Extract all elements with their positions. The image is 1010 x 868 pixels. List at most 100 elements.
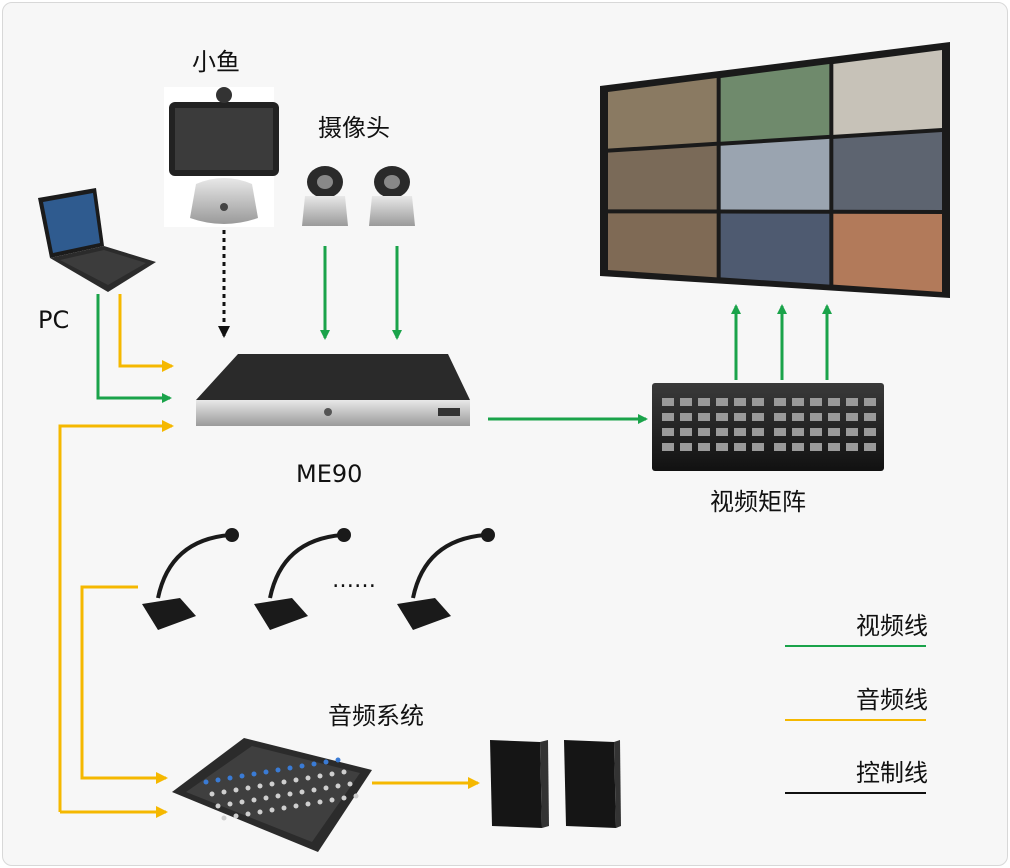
matrix-port [774, 398, 786, 406]
mixer-knob [281, 805, 287, 811]
microphone-1-image [142, 528, 239, 630]
matrix-port [810, 443, 822, 451]
mixer-knob [281, 779, 287, 785]
mixer-knob [305, 775, 311, 781]
matrix-port [698, 413, 710, 421]
matrix-port [828, 413, 840, 421]
mixer-knob [317, 773, 323, 779]
matrix-port [774, 428, 786, 436]
video-line-pc-me90 [96, 294, 172, 403]
video-wall-panel [720, 138, 830, 210]
matrix-port [810, 413, 822, 421]
audio-mixer-image [172, 738, 372, 852]
matrix-port [828, 443, 840, 451]
matrix-port [752, 413, 764, 421]
matrix-port [792, 398, 804, 406]
mixer-knob [209, 791, 215, 797]
matrix-port [846, 428, 858, 436]
matrix-port [846, 398, 858, 406]
mixer-knob [323, 759, 329, 765]
mixer-knob [293, 803, 299, 809]
mixer-knob [269, 781, 275, 787]
mixer-knob [203, 779, 209, 785]
speaker-1-image [490, 740, 549, 828]
matrix-port [662, 428, 674, 436]
microphone-3-image [397, 528, 495, 630]
matrix-port [734, 428, 746, 436]
audio-line-mics-mixer [80, 585, 168, 784]
camera-label: 摄像头 [318, 114, 390, 142]
matrix-port [716, 443, 728, 451]
mixer-knob [215, 803, 221, 809]
me90-label: ME90 [296, 460, 363, 488]
mixer-knob [233, 787, 239, 793]
mixer-knob [227, 801, 233, 807]
mixer-knob [353, 793, 359, 799]
mixer-knob [299, 789, 305, 795]
speaker-2-image [564, 740, 621, 828]
matrix-port [698, 443, 710, 451]
mixer-knob [329, 771, 335, 777]
matrix-port [716, 428, 728, 436]
mixer-knob [305, 801, 311, 807]
mixer-knob [335, 783, 341, 789]
matrix-port [680, 413, 692, 421]
mixer-knob [311, 787, 317, 793]
video-matrix-label: 视频矩阵 [710, 488, 806, 516]
mixer-knob [245, 811, 251, 817]
mixer-knob [227, 775, 233, 781]
video-wall-panel [833, 213, 942, 292]
video-wall-panel [608, 78, 717, 149]
matrix-port [864, 398, 876, 406]
camera-1-image [302, 166, 348, 226]
mixer-knob [257, 783, 263, 789]
audio-system-label: 音频系统 [328, 702, 424, 730]
video-wall-panel [720, 64, 830, 142]
legend-control-label: 控制线 [856, 759, 928, 787]
xiaoyu-label: 小鱼 [192, 48, 240, 76]
mixer-knob [329, 797, 335, 803]
matrix-port [698, 398, 710, 406]
mixer-knob [245, 785, 251, 791]
mixer-knob [263, 769, 269, 775]
camera-2-image [369, 166, 415, 226]
matrix-port [774, 413, 786, 421]
mixer-knob [269, 807, 275, 813]
mixer-knob [341, 795, 347, 801]
matrix-port [846, 413, 858, 421]
mixer-knob [251, 797, 257, 803]
matrix-port [716, 413, 728, 421]
matrix-port [662, 398, 674, 406]
audio-line-mixer-me90 [58, 420, 174, 812]
matrix-port [864, 443, 876, 451]
matrix-port [846, 443, 858, 451]
mixer-knob [263, 795, 269, 801]
matrix-port [792, 443, 804, 451]
matrix-port [680, 398, 692, 406]
matrix-port [864, 428, 876, 436]
video-wall-panel [720, 213, 830, 285]
video-matrix-image [652, 383, 884, 471]
video-wall-panel [833, 132, 942, 210]
legend-audio-label: 音频线 [856, 686, 928, 714]
mixer-knob [341, 769, 347, 775]
mixer-knob [257, 809, 263, 815]
me90-device-image [196, 354, 470, 426]
mixer-knob [275, 793, 281, 799]
matrix-port [662, 443, 674, 451]
matrix-port [734, 443, 746, 451]
matrix-port [828, 398, 840, 406]
mixer-knob [323, 785, 329, 791]
matrix-port [680, 428, 692, 436]
matrix-port [810, 428, 822, 436]
matrix-port [716, 398, 728, 406]
matrix-port [734, 413, 746, 421]
video-connections [96, 246, 832, 424]
video-wall-image [600, 42, 950, 298]
mixer-knob [215, 777, 221, 783]
audio-line-pc-me90 [118, 294, 174, 372]
video-wall-panel [833, 50, 942, 135]
pc-laptop-image [38, 188, 156, 292]
